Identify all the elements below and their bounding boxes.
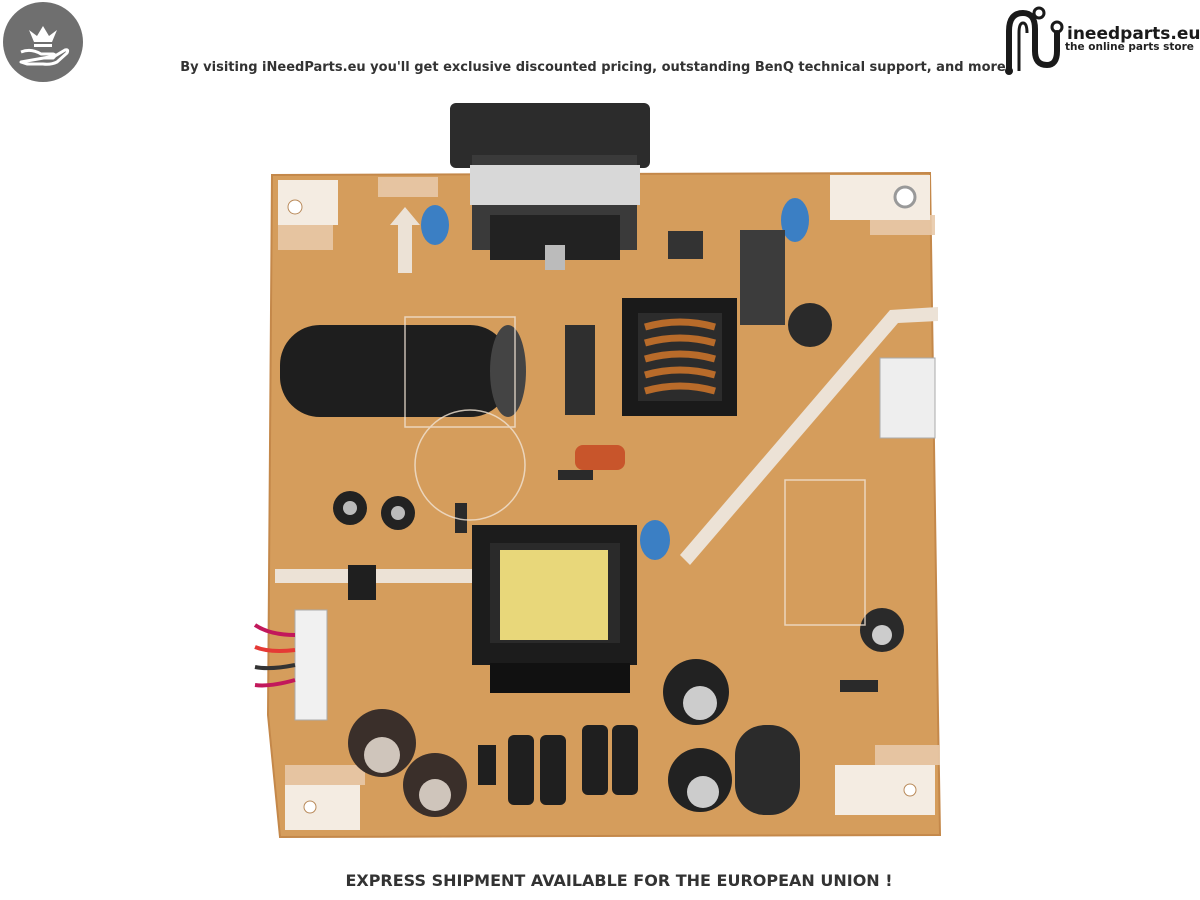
blue-capacitor <box>781 198 809 242</box>
blue-capacitor <box>421 205 449 245</box>
varistor <box>788 303 832 347</box>
bulk-capacitor <box>280 325 510 417</box>
cable-connector <box>294 609 328 721</box>
optocoupler <box>348 565 376 600</box>
x-capacitor <box>740 230 785 325</box>
fuse <box>668 231 703 259</box>
bridge-rectifier <box>565 325 595 415</box>
mounting-pad <box>835 765 935 815</box>
promo-tagline: By visiting iNeedParts.eu you'll get exc… <box>180 60 1006 75</box>
brand-subtitle: the online parts store <box>1065 41 1194 53</box>
blue-capacitor <box>640 520 670 560</box>
mounting-pad <box>278 180 338 225</box>
mounting-pad <box>285 785 360 830</box>
shipping-notice: EXPRESS SHIPMENT AVAILABLE FOR THE EUROP… <box>345 871 893 890</box>
crown-in-hand-icon <box>19 26 70 66</box>
output-connector <box>879 357 936 439</box>
ac-inlet-connector <box>450 103 650 168</box>
brand-name: ineedparts.eu <box>1067 24 1200 44</box>
ineedparts-logo[interactable]: ineedparts.eu the online parts store <box>1003 0 1200 80</box>
output-inductor <box>735 725 800 815</box>
product-image <box>253 103 942 839</box>
plug-cable-icon <box>1005 6 1064 75</box>
premium-badge <box>3 2 83 82</box>
film-capacitor <box>575 445 625 470</box>
